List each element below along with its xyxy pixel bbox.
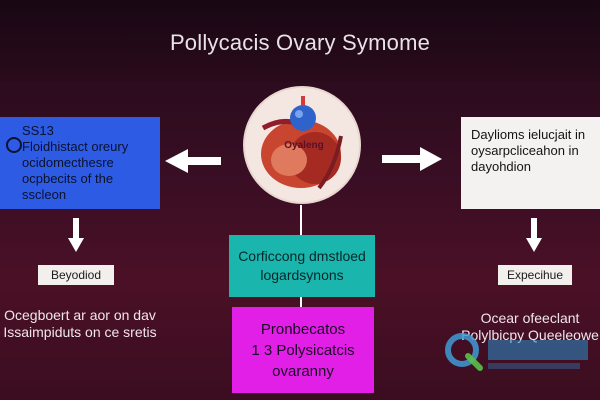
- right-box-line: dayohdion: [471, 159, 531, 174]
- ovary-label: Oyaleng: [284, 140, 324, 151]
- magenta-box-line: 1 3 Polysicatcis: [251, 342, 355, 359]
- left-box-line: sscleon: [22, 187, 67, 202]
- left-note-line: Ocegboert ar aor on dav: [4, 307, 156, 323]
- right-note: Ocear ofeeclant Polylbicpy Queeleowe: [460, 310, 600, 344]
- left-note: Ocegboert ar aor on dav Issaimpiduts on …: [0, 307, 160, 341]
- left-note-line: Issaimpiduts on ce sretis: [3, 324, 157, 340]
- diagram-title: Pollycacis Ovary Symome: [169, 30, 431, 55]
- ovary-graphic: [261, 96, 343, 190]
- magenta-box-line: ovaranny: [272, 363, 334, 380]
- left-info-box: SS13 Floidhistact oreury ocidomecthesre …: [0, 117, 160, 209]
- ovary-illustration-icon: Oyaleng: [243, 86, 361, 204]
- left-arrow-icon: [165, 149, 221, 173]
- vertical-connector: [300, 297, 302, 307]
- right-box-line: oysarpcliceahon in: [471, 143, 579, 158]
- right-tag: Expecihue: [498, 265, 572, 285]
- watermark-logo-icon: [445, 333, 588, 371]
- magenta-info-box: Pronbecatos 1 3 Polysicatcis ovaranny: [232, 307, 374, 393]
- teal-box-line: logardsynons: [260, 267, 344, 283]
- left-tag: Beyodiod: [38, 265, 114, 285]
- down-arrow-icon: [526, 218, 542, 252]
- title-band: [0, 0, 600, 82]
- right-info-box: Daylioms ielucjait in oysarpcliceahon in…: [461, 117, 600, 209]
- teal-box-line: Corficcong dmstloed: [238, 248, 366, 264]
- circle-bullet-icon: [6, 137, 22, 153]
- vertical-connector: [300, 205, 302, 235]
- left-box-line: ocpbecits of the: [22, 171, 114, 186]
- left-box-line: Floidhistact oreury: [22, 139, 129, 154]
- left-box-line: SS13: [22, 123, 54, 138]
- left-box-line: ocidomecthesre: [22, 155, 114, 170]
- right-note-line: Ocear ofeeclant: [480, 310, 580, 326]
- right-arrow-icon: [382, 147, 442, 171]
- magenta-box-line: Pronbecatos: [260, 321, 346, 338]
- right-box-line: Daylioms ielucjait in: [471, 127, 586, 142]
- right-note-line: Polylbicpy Queeleowe: [461, 327, 599, 343]
- teal-info-box: Corficcong dmstloed logardsynons: [229, 235, 375, 297]
- down-arrow-icon: [68, 218, 84, 252]
